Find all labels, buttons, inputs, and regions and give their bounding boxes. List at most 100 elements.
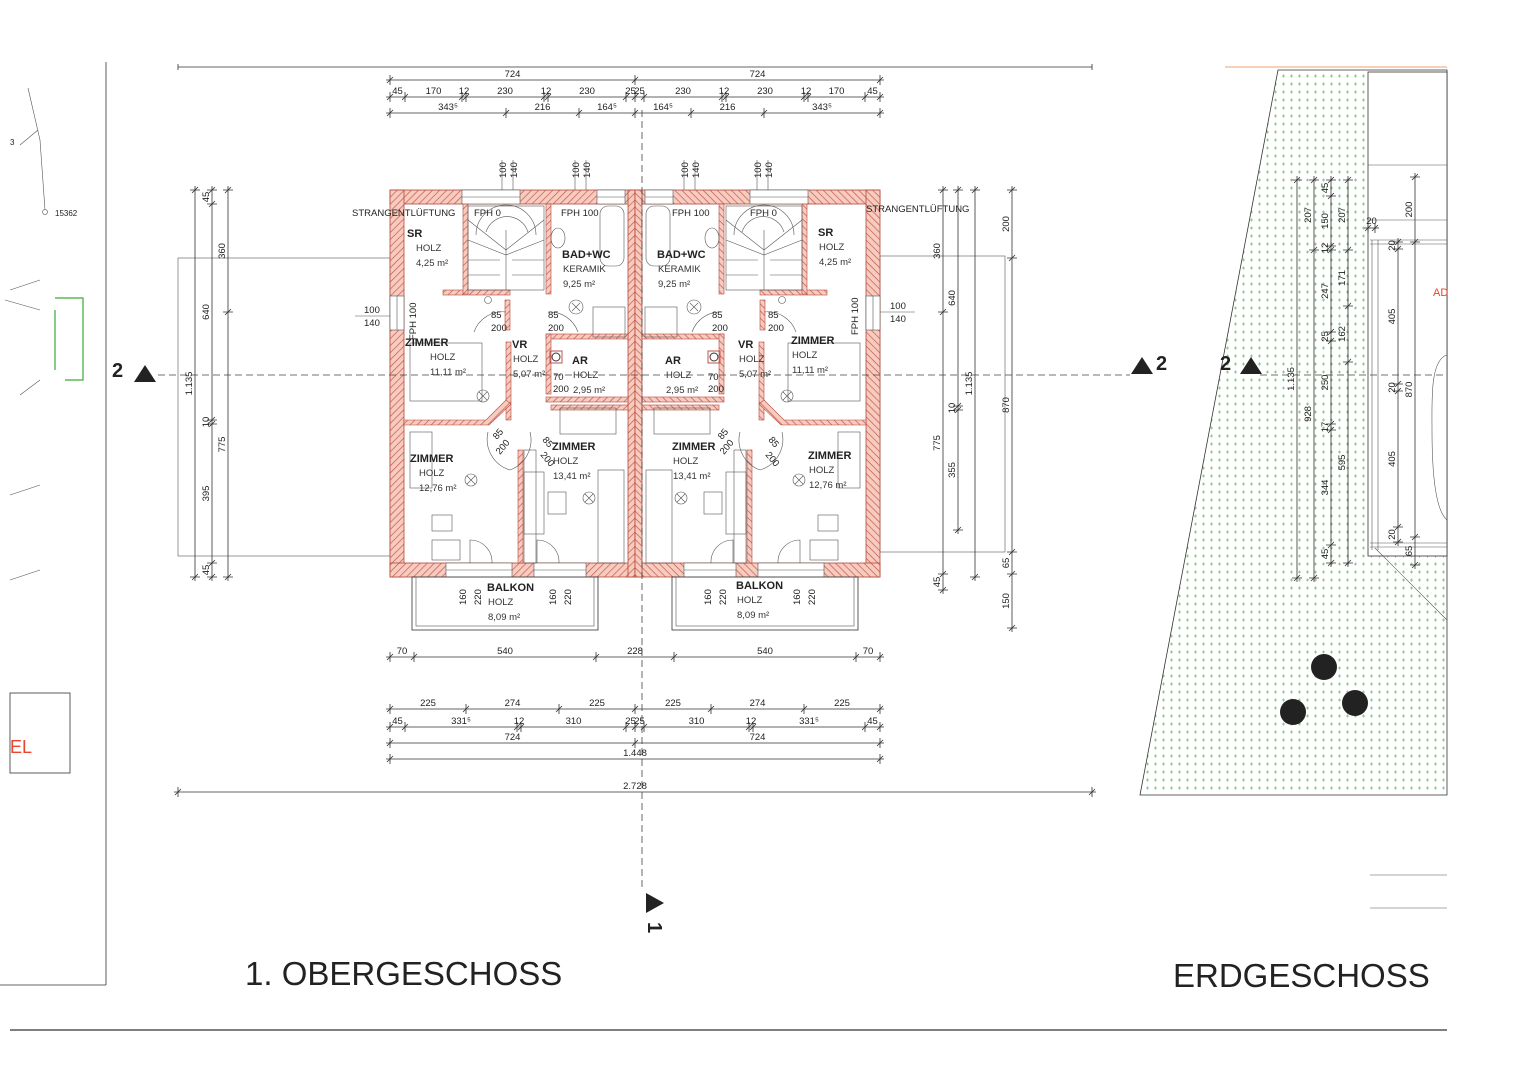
balcony-door-dimension: 160	[458, 589, 469, 605]
dimension-line: 1.448	[386, 748, 884, 764]
dimension-label: 310	[566, 716, 582, 727]
room-floor: KERAMIK	[563, 264, 606, 275]
parcel-number: 15362	[55, 209, 78, 218]
door-dimension: 85	[491, 310, 502, 321]
room-area: 12,76 m²	[419, 483, 457, 494]
section-arrow-icon	[134, 365, 156, 382]
door-dimension: 85	[548, 310, 559, 321]
dimension-label: 10	[201, 417, 212, 428]
dimension-line: 20	[1364, 216, 1379, 233]
vent-label: STRANGENTLÜFTUNG	[352, 208, 455, 219]
window-dimension: 140	[509, 162, 520, 178]
dimension-label: 17	[1320, 422, 1331, 433]
dimension-label: 331⁵	[799, 716, 819, 727]
room-floor: KERAMIK	[658, 264, 701, 275]
dimension-label: 216	[535, 102, 551, 113]
dimension-label: 355	[947, 462, 958, 478]
door-dimension: 200	[708, 384, 724, 395]
dimension-label: 540	[497, 646, 513, 657]
dimension-label: 45	[867, 716, 878, 727]
dimension-label: 870	[1404, 382, 1415, 398]
room-name: SR	[818, 227, 833, 239]
dimension-label: 724	[505, 69, 521, 80]
window-dimension: 140	[582, 162, 593, 178]
section-marker-label: 2	[1220, 353, 1231, 375]
dimension-label: 331⁵	[451, 716, 471, 727]
room-name: ZIMMER	[552, 441, 595, 453]
dimension-label: 207	[1303, 207, 1314, 223]
dimension-label: 360	[932, 243, 943, 259]
dimension-label: 12	[514, 716, 525, 727]
window-dimension: 100	[753, 162, 764, 178]
room-name: ZIMMER	[405, 337, 448, 349]
room-name: BALKON	[736, 580, 783, 592]
room-area: 4,25 m²	[819, 257, 851, 268]
room-name: BALKON	[487, 582, 534, 594]
fph-label: FPH 100	[408, 303, 419, 341]
room-name: BAD+WC	[562, 249, 611, 261]
dimension-label: 775	[932, 435, 943, 451]
dimension-line: 1.135	[1286, 176, 1302, 582]
dimension-label: 12	[719, 86, 730, 97]
dimension-label: 640	[947, 290, 958, 306]
ground-room-label: AD	[1433, 287, 1448, 299]
balcony-door-dimension: 160	[703, 589, 714, 605]
section-arrow-icon	[646, 893, 664, 913]
balcony-door-dimension: 220	[563, 589, 574, 605]
section-marker-label: 2	[1156, 353, 1167, 375]
fph-label: FPH 100	[561, 208, 599, 219]
dimension-label: 225	[589, 698, 605, 709]
dimension-label: 230	[757, 86, 773, 97]
room-name: ZIMMER	[791, 335, 834, 347]
section-marker-2-right: 2	[1131, 353, 1167, 375]
dimension-label: 20	[1387, 240, 1398, 251]
dimension-label: 25	[634, 86, 645, 97]
section-marker-1: 1	[643, 893, 665, 933]
dimension-label: 343⁵	[438, 102, 458, 113]
window-dimension: 100	[364, 305, 380, 316]
dimension-label: 225	[834, 698, 850, 709]
balcony-door-dimension: 220	[807, 589, 818, 605]
dimension-label: 170	[829, 86, 845, 97]
room-name: ZIMMER	[672, 441, 715, 453]
dimension-label: 640	[201, 304, 212, 320]
dimension-label: 70	[397, 646, 408, 657]
room-floor: HOLZ	[792, 350, 818, 361]
room-area: 9,25 m²	[658, 279, 690, 290]
dimension-line: 2.728	[174, 781, 1096, 797]
dimension-label: 405	[1387, 451, 1398, 467]
dimension-label: 310	[689, 716, 705, 727]
dimension-label: 274	[750, 698, 766, 709]
vent-label: STRANGENTLÜFTUNG	[866, 204, 969, 215]
section-marker-2-left: 2	[112, 360, 156, 382]
dimension-label: 870	[1001, 397, 1012, 413]
door-dimension: 200	[763, 450, 782, 469]
dimension-label: 724	[750, 732, 766, 743]
window-dimension: 140	[691, 162, 702, 178]
dimension-label: 20	[1387, 529, 1398, 540]
room-floor: HOLZ	[739, 354, 765, 365]
dimension-label: 230	[675, 86, 691, 97]
dimension-label: 247	[1320, 283, 1331, 299]
door-dimension: 200	[718, 438, 737, 457]
dimension-label: 171	[1337, 270, 1348, 286]
dimension-label: 25	[625, 86, 636, 97]
dimension-label: 45	[1320, 549, 1331, 560]
dimension-line: 1.135	[184, 186, 200, 581]
dimension-label: 20	[1387, 382, 1398, 393]
window-dimension: 100	[571, 162, 582, 178]
